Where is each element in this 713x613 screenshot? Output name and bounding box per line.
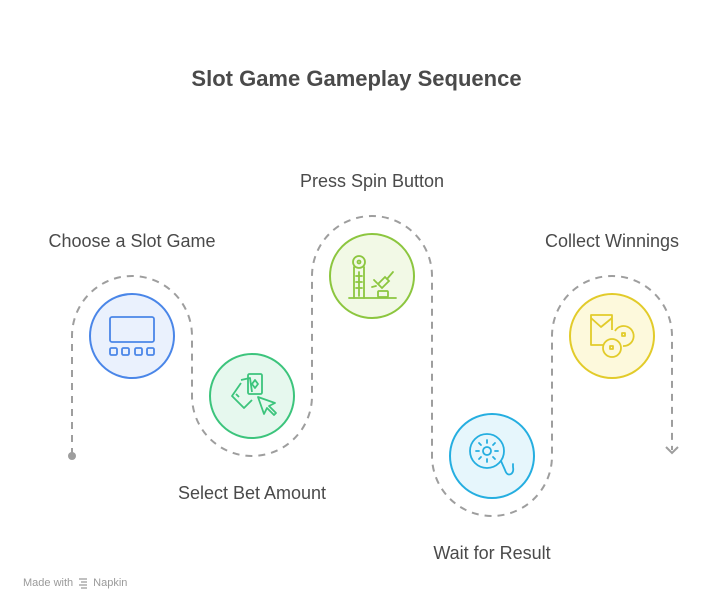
step-5-node <box>569 293 655 379</box>
slot-machine-icon <box>109 316 155 356</box>
playing-cards-cursor-icon <box>231 373 277 416</box>
step-2-node <box>209 353 295 439</box>
diagram-title: Slot Game Gameplay Sequence <box>191 66 522 91</box>
step-5-label: Collect Winnings <box>544 231 680 251</box>
napkin-logo-icon <box>79 578 88 589</box>
footer-brand: Napkin <box>93 577 128 589</box>
step-3-node <box>329 233 415 319</box>
footer-attribution[interactable]: Made with Napkin <box>23 577 127 589</box>
envelope-coins-icon <box>590 314 635 358</box>
footer-made-with: Made with <box>23 577 74 589</box>
step-3-label: Press Spin Button <box>299 171 445 191</box>
path-end-arrow <box>665 446 679 455</box>
sequence-path <box>71 215 673 517</box>
strength-tester-icon <box>348 255 397 299</box>
step-1-label: Choose a Slot Game <box>48 231 216 251</box>
step-1-node <box>89 293 175 379</box>
path-start-dot <box>68 452 76 460</box>
step-2-label: Select Bet Amount <box>177 483 327 503</box>
reel-icon <box>469 433 515 476</box>
step-4-label: Wait for Result <box>433 543 551 563</box>
step-4-node <box>449 413 535 499</box>
